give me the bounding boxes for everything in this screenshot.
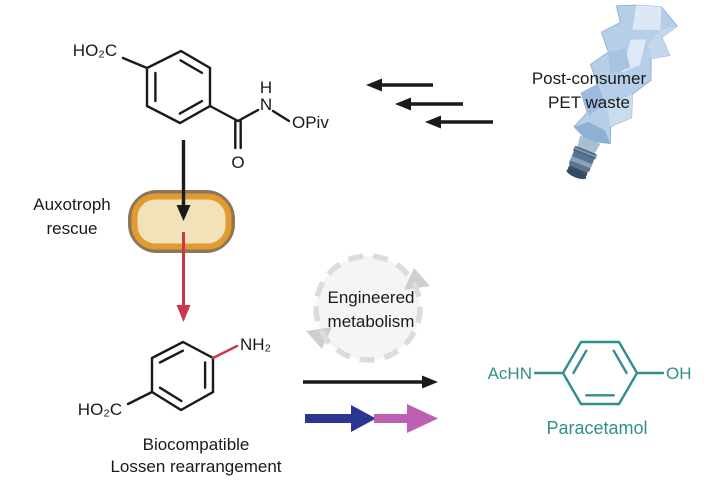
cycle-dashed-ring xyxy=(313,253,423,363)
bottle-facet xyxy=(608,48,631,75)
bond-to-acid xyxy=(126,390,154,406)
enzyme-step-arrow-magenta xyxy=(374,404,438,433)
amide-n-label: N xyxy=(260,95,272,114)
metabolism-label-line2: metabolism xyxy=(328,312,415,331)
achn-label: AcHN xyxy=(488,364,532,383)
double-bond xyxy=(612,349,628,375)
oh-label: OH xyxy=(666,364,692,383)
metabolism-label-line1: Engineered xyxy=(328,288,415,307)
auxotroph-label-line2: rescue xyxy=(46,219,97,238)
bond-to-carbonyl xyxy=(208,104,240,123)
lossen-label-line1: Biocompatible xyxy=(143,435,250,454)
auxotroph-label-line1: Auxotroph xyxy=(33,195,111,214)
opiv-label: OPiv xyxy=(292,113,329,132)
pet-waste-label-line2: PET waste xyxy=(548,93,630,112)
cycle-fill xyxy=(316,256,420,360)
paba-acid-label: HO₂C xyxy=(78,400,122,419)
biosynthesis-arrow-black xyxy=(303,375,438,389)
double-bond xyxy=(178,99,204,115)
lossen-label-line2: Lossen rearrangement xyxy=(110,457,281,476)
bottle-neck-ring-highlight xyxy=(573,146,597,158)
retro-arrow-2-head xyxy=(395,97,411,111)
retro-arrow-1-head xyxy=(366,78,382,92)
retro-arrowheads xyxy=(366,78,441,129)
dashed-cycle-arrow-icon xyxy=(306,253,430,363)
double-bond xyxy=(572,349,588,375)
double-bond xyxy=(158,386,183,403)
cycle-arrowhead-top xyxy=(404,268,430,290)
capsule-body xyxy=(131,193,232,250)
paracetamol-name-label: Paracetamol xyxy=(546,418,647,438)
bottle-facet xyxy=(648,26,678,59)
bottle-facet xyxy=(573,121,611,144)
cycle-arrowhead-bottom xyxy=(306,327,332,349)
lossen-arrow-head xyxy=(176,305,191,322)
bottle-facet xyxy=(606,94,633,127)
biosynthesis-arrow-head xyxy=(422,375,438,389)
enzyme-step-arrow-navy xyxy=(305,405,376,432)
carbonyl-o-label: O xyxy=(231,153,244,172)
double-bond xyxy=(179,59,204,75)
pet-waste-label-line1: Post-consumer xyxy=(532,69,647,88)
capsule-outline xyxy=(128,190,235,253)
bottle-cap-band xyxy=(570,156,593,169)
double-bond xyxy=(158,349,185,364)
uptake-arrow xyxy=(176,140,191,221)
bond-n-to-opiv xyxy=(271,109,291,123)
paba-structure xyxy=(126,340,215,412)
new-amine-bond-red xyxy=(211,344,239,360)
bacteria-cell-icon xyxy=(128,190,235,253)
bottle-facet xyxy=(581,84,606,116)
amide-h-label: H xyxy=(260,78,272,97)
tpa-hydroxamate-structure xyxy=(121,49,291,150)
retrosynthesis-arrows xyxy=(381,83,493,124)
bond-to-acid xyxy=(121,56,149,70)
pet-bottle-icon xyxy=(566,4,678,180)
retro-arrow-3-head xyxy=(425,115,441,129)
lossen-arrow xyxy=(176,232,191,322)
amine-label: NH₂ xyxy=(240,335,271,354)
uptake-arrow-head xyxy=(176,205,191,221)
paracetamol-structure xyxy=(533,340,665,406)
bond-c-to-n xyxy=(236,108,260,123)
bottle-facet xyxy=(632,5,662,31)
acid-label: HO₂C xyxy=(73,41,117,60)
bottle-cap-bottom xyxy=(566,168,587,180)
